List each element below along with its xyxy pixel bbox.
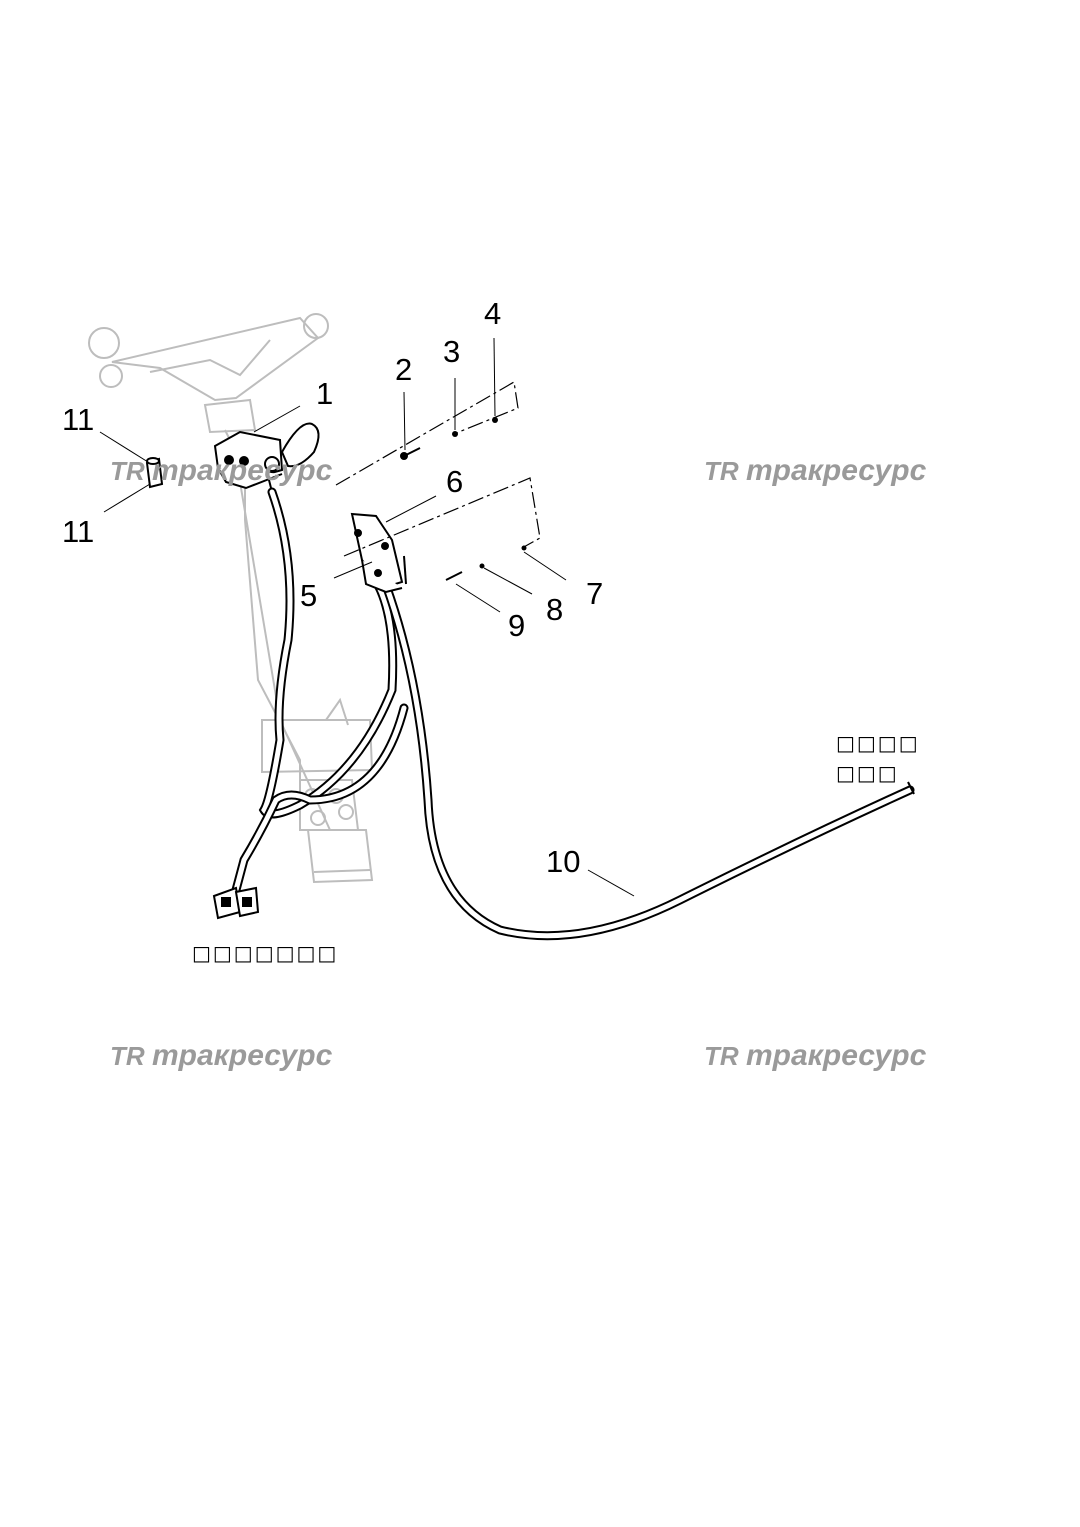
bolt-part	[400, 447, 421, 460]
watermark-bottom-right: TR тракресурс	[704, 1039, 927, 1072]
svg-text:тракресурс: тракресурс	[152, 454, 333, 487]
callout-numbers: 1 2 3 4 11 11 6 5 7 8 9 10	[62, 296, 603, 879]
connector-label: □□□□□□□	[192, 941, 338, 965]
svg-text:TR: TR	[704, 1041, 739, 1071]
svg-text:TR: TR	[110, 456, 145, 486]
leader-lines	[99, 337, 635, 897]
callout-8: 8	[546, 592, 563, 627]
lower-nut-part	[521, 545, 527, 551]
watermark-top-left: TR тракресурс	[110, 454, 333, 487]
watermark-bottom-left: TR тракресурс	[110, 1039, 333, 1072]
callout-1: 1	[316, 376, 333, 411]
callout-9: 9	[508, 608, 525, 643]
callout-2: 2	[395, 352, 412, 387]
callout-5: 5	[300, 578, 317, 613]
callout-10: 10	[546, 844, 580, 879]
switch-assembly	[213, 422, 320, 493]
svg-text:тракресурс: тракресурс	[746, 454, 927, 487]
nut-part	[492, 417, 498, 423]
cable-end-label-line1: □□□□	[836, 731, 920, 755]
svg-text:тракресурс: тракресурс	[152, 1039, 333, 1072]
callout-4: 4	[484, 296, 501, 331]
cable-end	[907, 781, 915, 795]
mounting-bracket	[350, 512, 407, 594]
watermark-top-right: TR тракресурс	[704, 454, 927, 487]
callout-3: 3	[443, 334, 460, 369]
callout-11-lower: 11	[62, 514, 94, 549]
long-cable	[381, 580, 915, 941]
screw-part	[445, 571, 463, 581]
svg-text:TR: TR	[110, 1041, 145, 1071]
svg-text:тракресурс: тракресурс	[746, 1039, 927, 1072]
washer-part	[452, 431, 458, 437]
callout-6: 6	[446, 464, 463, 499]
callout-7: 7	[586, 576, 603, 611]
callout-11-upper: 11	[62, 402, 94, 437]
connector-block	[212, 886, 260, 920]
lower-washer-part	[479, 563, 485, 569]
svg-text:TR: TR	[704, 456, 739, 486]
cable-end-label-line2: □□□	[836, 761, 899, 785]
assembly-guides	[335, 381, 541, 557]
